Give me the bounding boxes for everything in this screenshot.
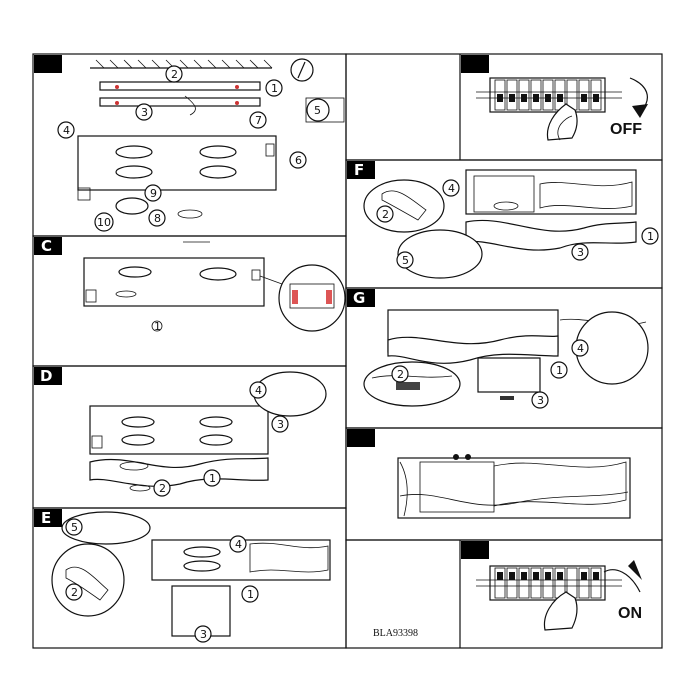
step-g-3: 3 [537,394,544,407]
panel-label-c: C [41,237,52,255]
step-f-2: 2 [382,208,389,221]
step-e-1: 1 [247,588,254,601]
step-b-9: 9 [150,187,157,200]
step-b-8: 8 [154,212,161,225]
step-d-2: 2 [159,482,166,495]
step-d-1: 1 [209,472,216,485]
step-d-4: 4 [255,384,262,397]
panel-b-mounting: 5 2 1 3 4 7 6 9 10 8 [57,58,345,232]
step-e-2: 2 [71,586,78,599]
panel-h-finished [397,454,631,519]
on-label: ON [618,605,642,622]
step-f-4: 4 [448,182,455,195]
step-b-6: 6 [295,154,302,167]
step-f-1: 1 [647,230,654,243]
panel-d-cover: 3 4 1 2 [89,371,327,497]
step-b-3: 3 [141,106,148,119]
step-b-7: 7 [255,114,262,127]
panel-g-assembly: 1 4 2 3 [363,309,649,409]
step-g-4: 4 [577,342,584,355]
breaker-on-illustration: ON [476,560,642,631]
panel-label-d: D [40,367,52,385]
step-c-1: 1 [154,320,161,333]
panel-label-e: E [41,509,51,527]
step-g-1: 1 [556,364,563,377]
step-e-5: 5 [71,521,78,534]
step-e-3: 3 [200,628,207,641]
panel-e-shade: 5 4 2 1 3 [51,511,331,643]
step-f-5: 5 [402,254,409,267]
panel-frames [32,53,663,649]
step-b-10: 10 [97,216,111,229]
step-e-4: 4 [235,538,242,551]
panel-labels: C D E F G [34,55,489,559]
panel-f-assembly: 4 2 1 5 3 [363,169,659,279]
step-b-5: 5 [314,104,321,117]
panel-label-g: G [353,289,365,307]
step-b-4: 4 [63,124,70,137]
step-g-2: 2 [397,368,404,381]
product-code: BLA93398 [373,628,418,639]
panel-label-f: F [354,161,364,179]
panel-c-base: 1 [83,241,346,333]
off-label: OFF [610,121,642,138]
step-d-3: 3 [277,418,284,431]
step-f-3: 3 [577,246,584,259]
step-b-1: 1 [271,82,278,95]
step-b-2: 2 [171,68,178,81]
breaker-off-illustration: OFF [476,77,648,141]
